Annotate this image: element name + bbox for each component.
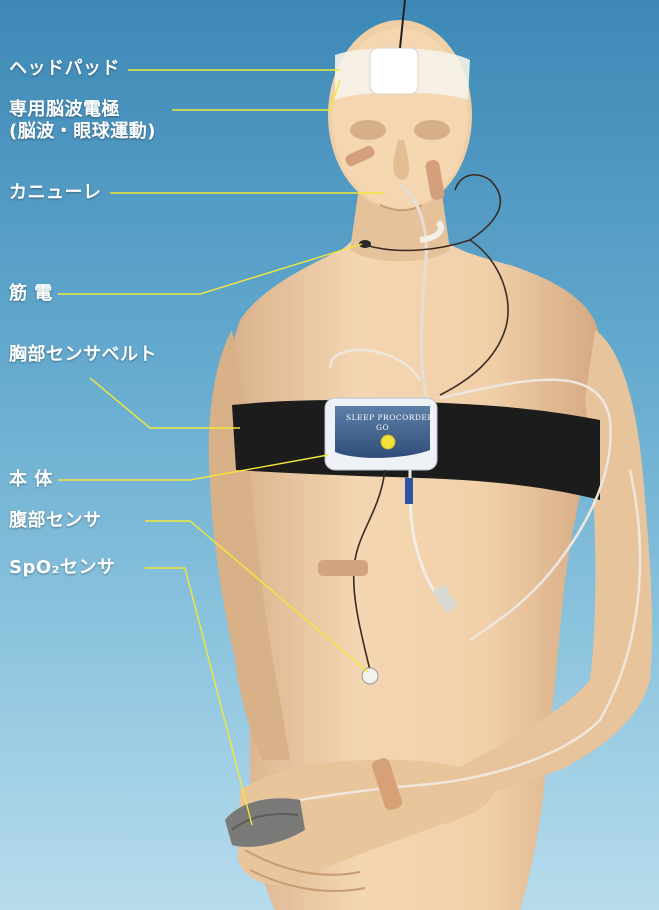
abdomen-tape	[318, 560, 368, 576]
head-pad	[370, 48, 418, 94]
label-cannula: カニューレ	[9, 182, 102, 204]
label-emg: 筋 電	[9, 283, 53, 305]
label-chest-belt: 胸部センサベルト	[9, 344, 157, 366]
device-brand-line1: SLEEP PROCORDER	[346, 413, 434, 422]
leader-eeg	[172, 80, 340, 110]
label-eeg-electrode: 専用脳波電極 (脳波・眼球運動)	[9, 99, 156, 143]
label-spo2-sensor: SpO₂センサ	[9, 557, 116, 579]
label-abdominal-sensor: 腹部センサ	[9, 510, 102, 532]
label-headpad: ヘッドパッド	[9, 58, 120, 80]
abdominal-sensor	[362, 668, 378, 684]
label-eeg-line2: (脳波・眼球運動)	[9, 121, 156, 143]
main-unit: SLEEP PROCORDER GO	[325, 398, 437, 470]
device-brand-line2: GO	[376, 423, 389, 432]
device-button	[381, 435, 395, 449]
label-eeg-line1: 専用脳波電極	[9, 99, 156, 121]
label-main-unit: 本 体	[9, 469, 53, 491]
